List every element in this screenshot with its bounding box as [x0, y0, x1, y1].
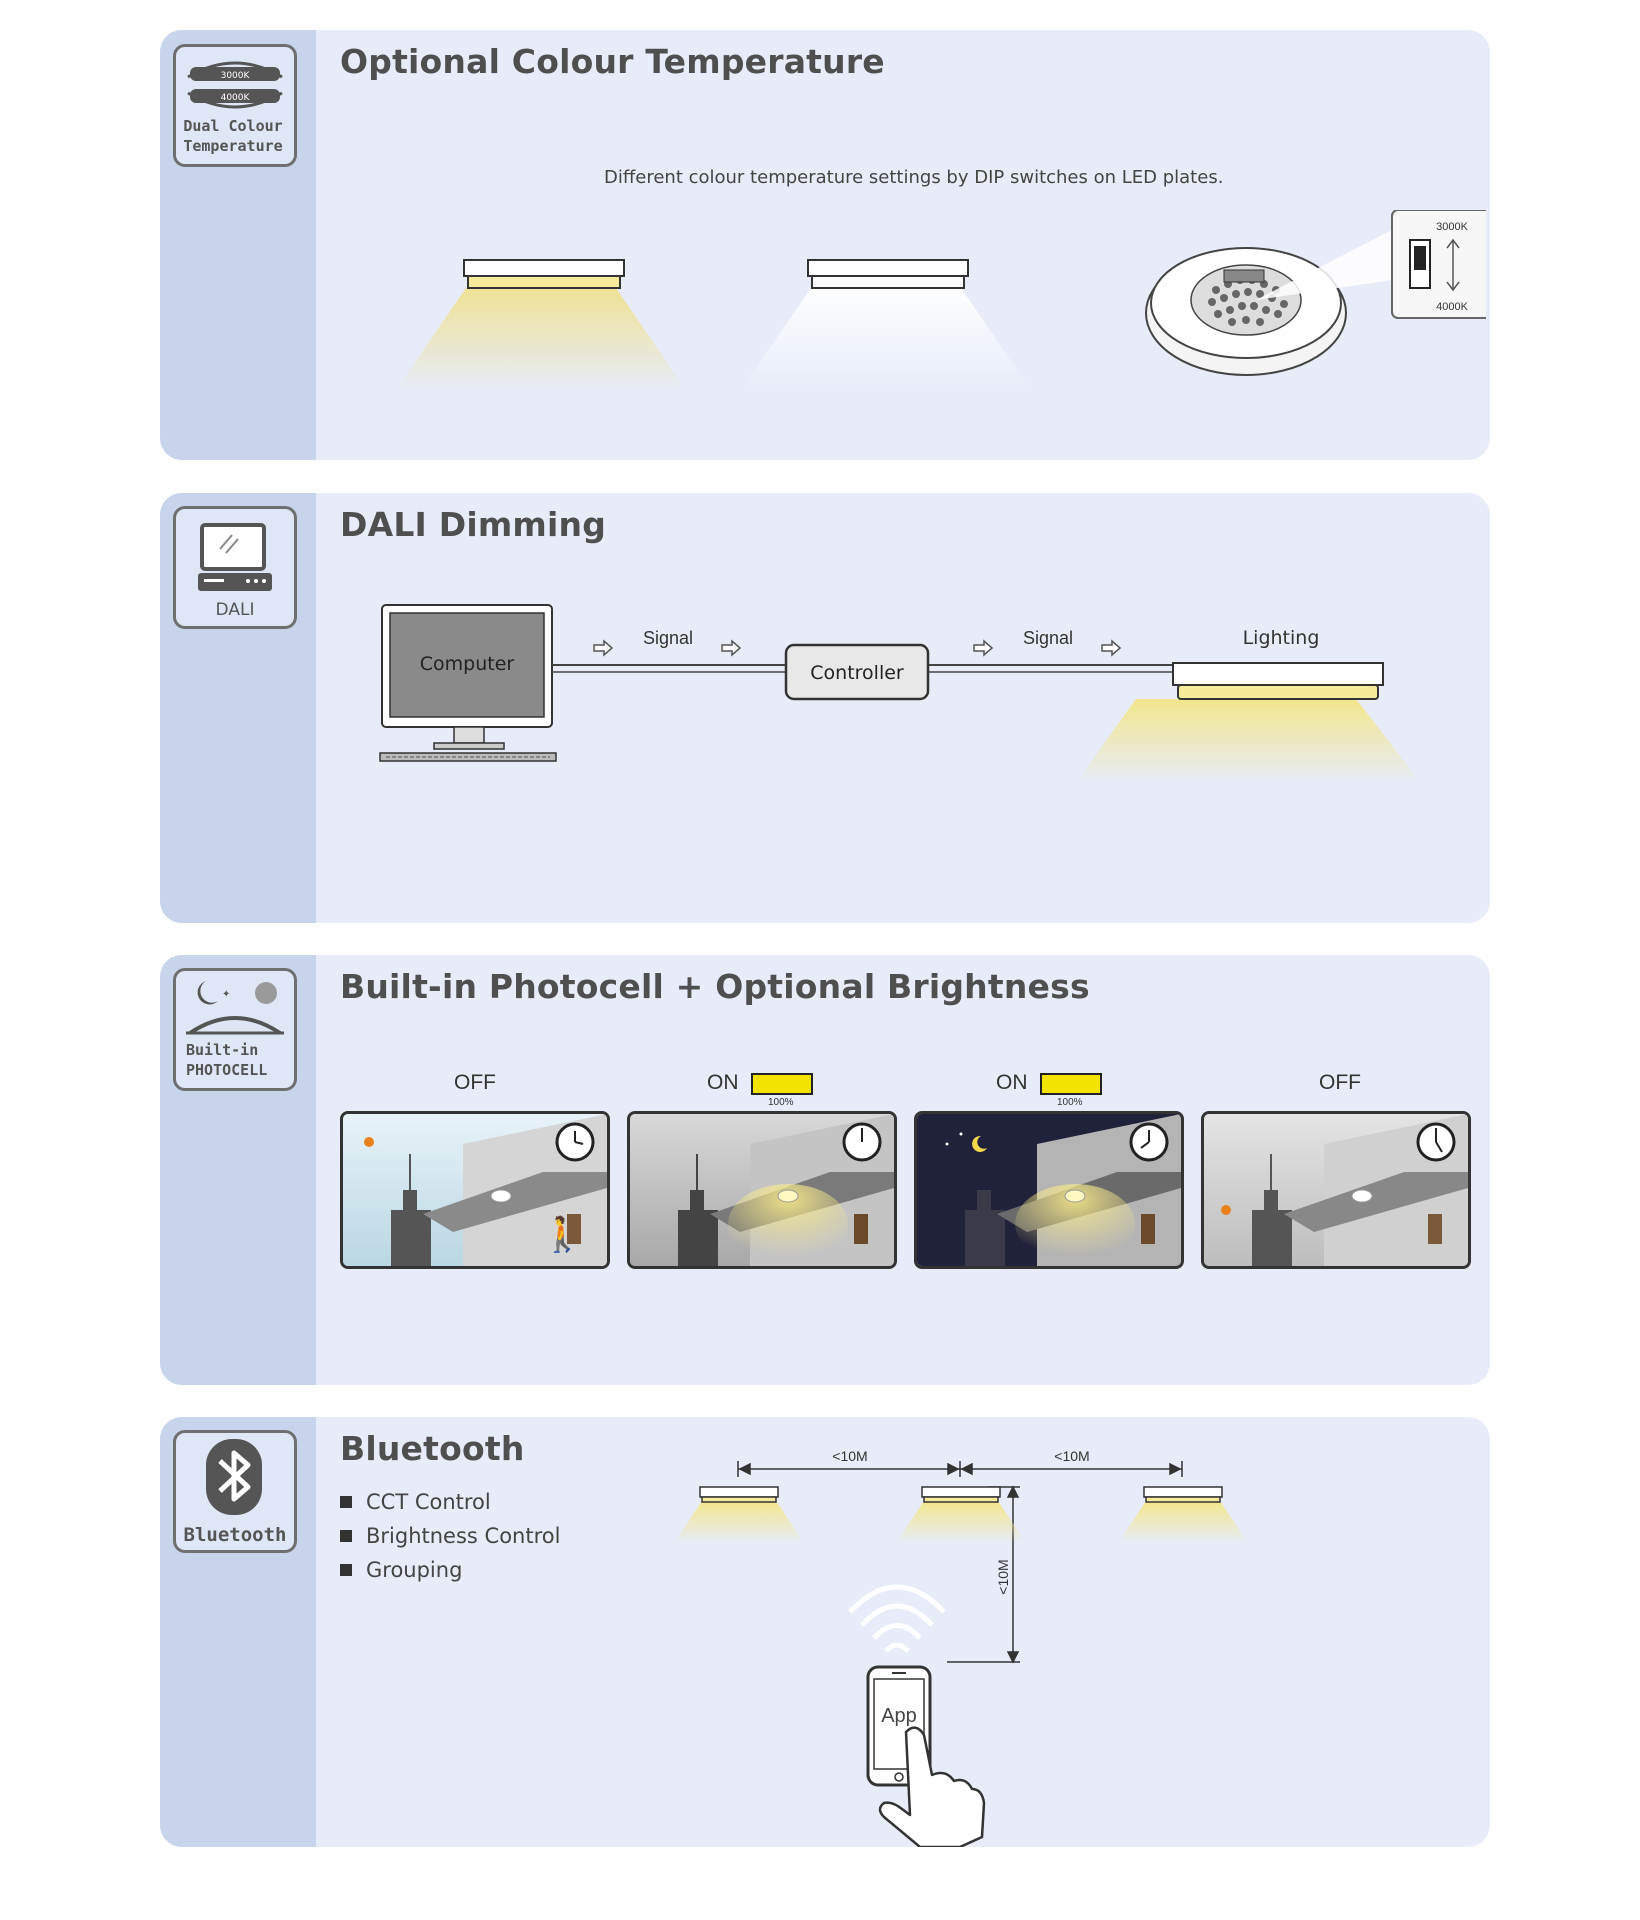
cool-fixture — [741, 259, 1031, 390]
colour-caption: Different colour temperature settings by… — [604, 167, 1224, 188]
scene-dusk-on — [627, 1111, 897, 1269]
dali-badge: DALI — [173, 506, 297, 629]
signal-arrows — [593, 639, 1122, 657]
walking-person-icon: 🚶 — [541, 1215, 583, 1255]
bluetooth-fixture — [1118, 1486, 1248, 1543]
svg-text:4000K: 4000K — [1436, 301, 1468, 313]
scene-day-off — [1201, 1111, 1471, 1269]
svg-text:3000K: 3000K — [221, 71, 251, 81]
list-item: CCT Control — [340, 1485, 560, 1519]
scene-day-motion: 🚶 — [340, 1111, 610, 1269]
dip-switch-callout: 3000K 4000K — [1391, 210, 1486, 319]
list-item: Brightness Control — [340, 1519, 560, 1553]
svg-text:PHOTOCELL: PHOTOCELL — [186, 1061, 267, 1079]
colour-temperature-illustration: 3000K 4000K — [396, 210, 1486, 390]
section-title: Built-in Photocell + Optional Brightness — [340, 967, 1090, 1006]
bluetooth-feature-list: CCT Control Brightness Control Grouping — [340, 1485, 560, 1587]
distance-label: <10M — [995, 1559, 1011, 1594]
dual-colour-badge: 3000K 4000K Dual Colour Temperature — [173, 44, 297, 167]
list-item: Grouping — [340, 1553, 560, 1587]
svg-text:✦: ✦ — [222, 989, 230, 1000]
scene-state-label: ON — [707, 1071, 739, 1094]
svg-text:Controller: Controller — [810, 662, 904, 684]
warm-fixture — [396, 259, 686, 390]
bluetooth-badge: Bluetooth — [173, 1430, 297, 1553]
bluetooth-icon: Bluetooth — [184, 1439, 287, 1546]
colour-temperature-panel: 3000K 4000K Dual Colour Temperature Opti… — [160, 30, 1490, 460]
scene-state-label: OFF — [1319, 1071, 1361, 1094]
brightness-bar — [751, 1073, 813, 1095]
photocell-icon: ✦ Built-in PHOTOCELL — [186, 981, 284, 1079]
scene-night-on — [914, 1111, 1184, 1269]
scene-state-label: ON — [996, 1071, 1028, 1094]
svg-text:4000K: 4000K — [221, 93, 251, 103]
svg-text:DALI: DALI — [216, 600, 255, 620]
brightness-percent: 100% — [1057, 1097, 1083, 1108]
bluetooth-panel: Bluetooth Bluetooth CCT Control Brightne… — [160, 1417, 1490, 1847]
distance-label: <10M — [832, 1448, 867, 1464]
section-title: Bluetooth — [340, 1429, 525, 1468]
signal-label: Signal — [1023, 628, 1073, 648]
signal-label: Signal — [643, 628, 693, 648]
photocell-panel: ✦ Built-in PHOTOCELL Built-in Photocell … — [160, 955, 1490, 1385]
svg-text:Dual Colour: Dual Colour — [183, 117, 282, 135]
photocell-badge: ✦ Built-in PHOTOCELL — [173, 968, 297, 1091]
distance-markers — [737, 1461, 1183, 1664]
led-plate — [1145, 230, 1392, 376]
brightness-bar — [1040, 1073, 1102, 1095]
dali-diagram: Computer Signal Signal Controller Lighti… — [379, 604, 1421, 783]
bluetooth-diagram: <10M <10M <10M — [674, 1448, 1248, 1847]
bluetooth-fixture — [674, 1486, 804, 1543]
svg-text:Computer: Computer — [420, 653, 515, 675]
section-title: Optional Colour Temperature — [340, 42, 885, 81]
svg-text:Bluetooth: Bluetooth — [184, 1524, 287, 1546]
controller: Controller — [784, 643, 930, 701]
brightness-percent: 100% — [768, 1097, 794, 1108]
pointing-hand-icon — [878, 1726, 986, 1847]
lighting-fixture: Lighting — [1076, 627, 1421, 783]
wireless-waves-icon — [848, 1584, 946, 1653]
svg-text:3000K: 3000K — [1436, 221, 1468, 233]
dual-colour-icon: 3000K 4000K Dual Colour Temperature — [183, 61, 283, 155]
svg-text:Temperature: Temperature — [183, 137, 282, 155]
scene-state-label: OFF — [454, 1071, 496, 1094]
distance-label: <10M — [1054, 1448, 1089, 1464]
dali-icon: DALI — [198, 523, 272, 620]
dali-panel: DALI DALI Dimming Computer — [160, 493, 1490, 923]
bluetooth-fixture — [896, 1486, 1026, 1543]
svg-text:Lighting: Lighting — [1243, 627, 1320, 649]
svg-text:Built-in: Built-in — [186, 1041, 258, 1059]
app-label: App — [881, 1705, 917, 1727]
section-title: DALI Dimming — [340, 505, 607, 544]
computer: Computer — [379, 604, 557, 762]
